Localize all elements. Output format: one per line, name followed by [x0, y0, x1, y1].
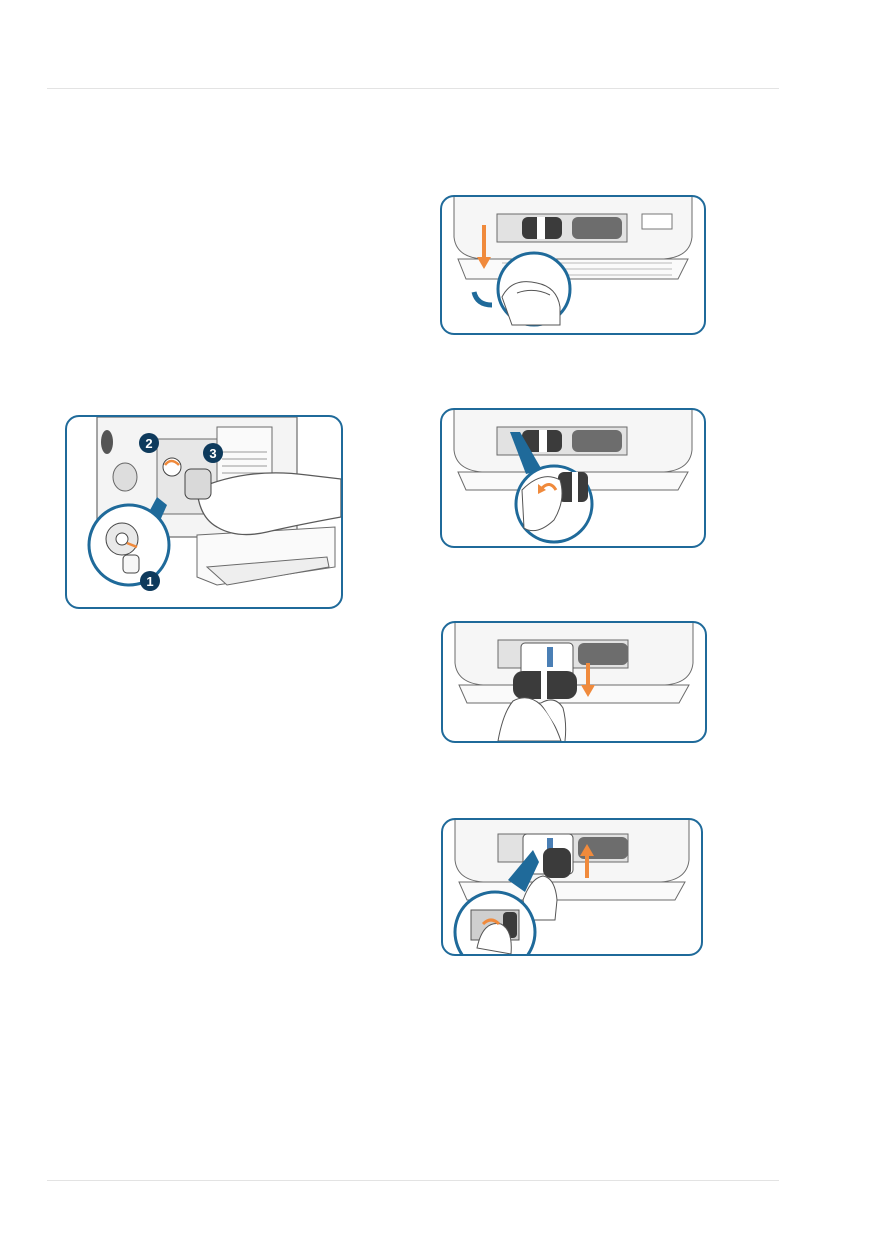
illustration-open-door	[440, 195, 706, 335]
step-badge-3: 3	[203, 443, 223, 463]
insert-cartridge-drawing	[453, 820, 690, 954]
illustration-pull-out-cartridge	[441, 621, 707, 743]
svg-text:2: 2	[145, 436, 152, 451]
pull-out-cartridge-drawing	[454, 623, 694, 741]
step-badge-1: 1	[140, 571, 160, 591]
open-door-drawing	[453, 197, 693, 327]
illustration-rotate-capsule	[440, 408, 706, 548]
footer-rule	[47, 1180, 779, 1181]
svg-text:3: 3	[209, 446, 216, 461]
connector-removal-drawing: 2 3 1	[87, 417, 341, 591]
step-badge-2: 2	[139, 433, 159, 453]
rotate-capsule-drawing	[453, 410, 693, 544]
svg-text:1: 1	[146, 574, 153, 589]
illustration-connector-removal: 2 3 1	[65, 415, 343, 609]
illustration-insert-cartridge	[441, 818, 703, 956]
header-rule	[47, 88, 779, 89]
